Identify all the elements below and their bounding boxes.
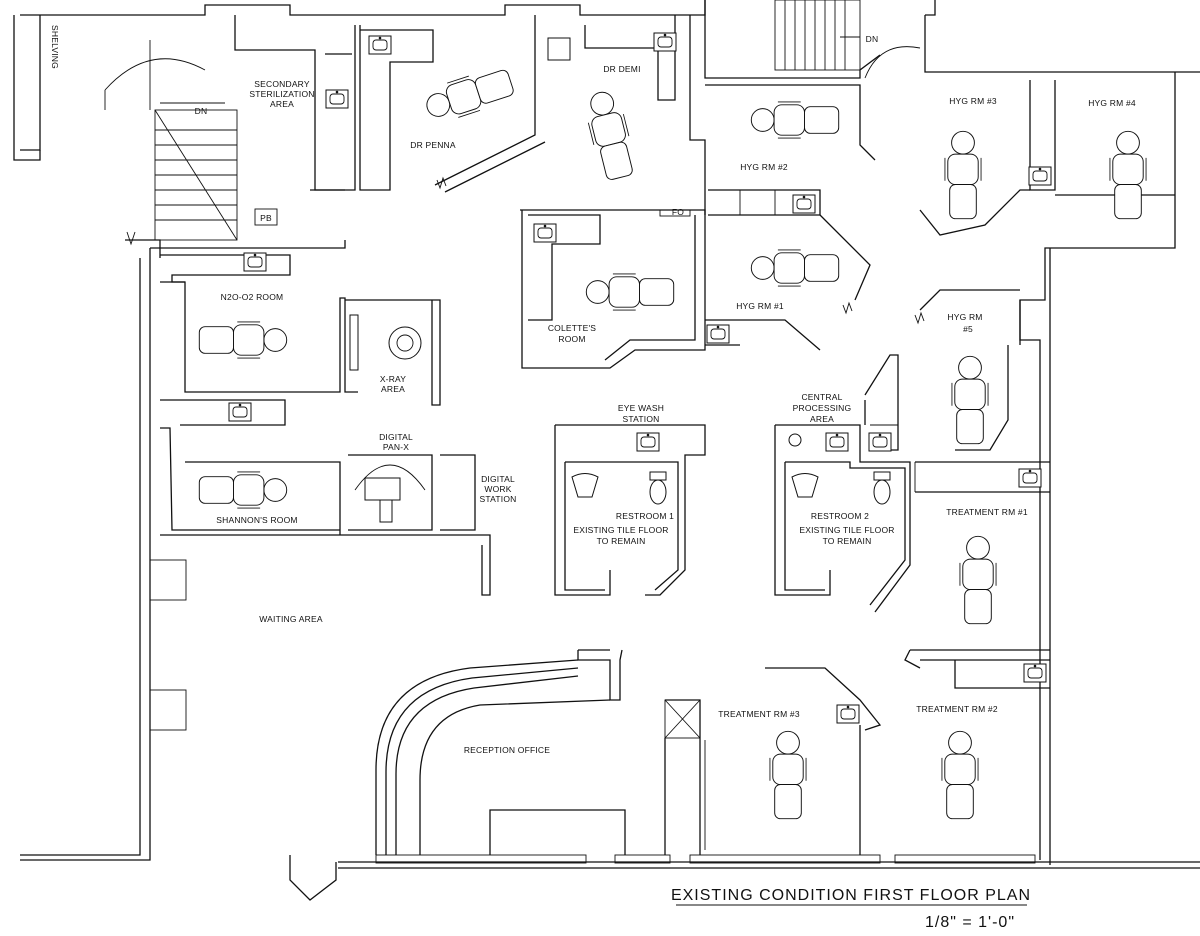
label-eye-wash-1: EYE WASH [618,403,664,413]
label-dn-top: DN [866,34,879,44]
drawing-title: EXISTING CONDITION FIRST FLOOR PLAN [671,887,1031,904]
label-hyg-rm-2: HYG RM #2 [740,162,788,172]
title-block: EXISTING CONDITION FIRST FLOOR PLAN 1/8"… [671,887,1031,931]
label-colettes-room-1: COLETTE'S [548,323,596,333]
label-digital-panx-1: DIGITAL [379,432,413,442]
label-secondary-sterilization-1: SECONDARY [254,79,310,89]
label-xray-area-1: X-RAY [380,374,406,384]
label-restroom-2-3: TO REMAIN [823,536,872,546]
label-shannons-room: SHANNON'S ROOM [216,515,297,525]
label-restroom-2-2: EXISTING TILE FLOOR [799,525,894,535]
label-treatment-rm-2: TREATMENT RM #2 [916,704,998,714]
drawing-scale: 1/8" = 1'-0" [925,914,1015,931]
xray-equipment [349,37,691,523]
label-digital-work-station-2: WORK [484,484,511,494]
label-digital-work-station-3: STATION [480,494,517,504]
label-central-processing-2: PROCESSING [793,403,852,413]
label-treatment-rm-3: TREATMENT RM #3 [718,709,800,719]
label-n2o-room: N2O-O2 ROOM [221,292,284,302]
label-hyg-rm-5-1: HYG RM [947,312,982,322]
label-digital-work-station-1: DIGITAL [481,474,515,484]
label-central-processing-1: CENTRAL [801,392,842,402]
label-treatment-rm-1: TREATMENT RM #1 [946,507,1028,517]
label-digital-panx-2: PAN-X [383,442,409,452]
exterior-walls [13,0,1200,901]
label-secondary-sterilization-2: STERILIZATION [249,89,314,99]
label-hyg-rm-3: HYG RM #3 [949,96,997,106]
label-reception-office: RECEPTION OFFICE [464,745,550,755]
room-labels: SECONDARY STERILIZATION AREA DR PENNA DR… [216,64,1136,755]
label-hyg-rm-4: HYG RM #4 [1088,98,1136,108]
label-central-processing-3: AREA [810,414,834,424]
stair-top-right [774,0,921,79]
label-hyg-rm-5-2: #5 [963,324,973,334]
label-colettes-room-2: ROOM [558,334,585,344]
label-pb: PB [260,213,272,223]
label-shelving: SHELVING [50,25,60,69]
interior-walls [160,15,1175,855]
label-restroom-1-1: RESTROOM 1 [616,511,674,521]
label-fo: FO [672,207,684,217]
stair-top-left [104,40,346,258]
label-restroom-2-1: RESTROOM 2 [811,511,869,521]
dental-chairs [198,63,1147,820]
label-dr-penna: DR PENNA [410,140,456,150]
label-xray-area-2: AREA [381,384,405,394]
label-restroom-1-2: EXISTING TILE FLOOR [573,525,668,535]
label-hyg-rm-1: HYG RM #1 [736,301,784,311]
label-dr-demi: DR DEMI [603,64,640,74]
label-dn-stair: DN [195,106,208,116]
restroom-fixtures [571,471,891,505]
label-waiting-area: WAITING AREA [259,614,323,624]
plan-annotations: SHELVING DN DN PB FO [50,25,925,325]
label-secondary-sterilization-3: AREA [270,99,294,109]
sink-fixtures [228,32,1052,724]
label-restroom-1-3: TO REMAIN [597,536,646,546]
label-eye-wash-2: STATION [623,414,660,424]
pb-box [254,208,278,226]
